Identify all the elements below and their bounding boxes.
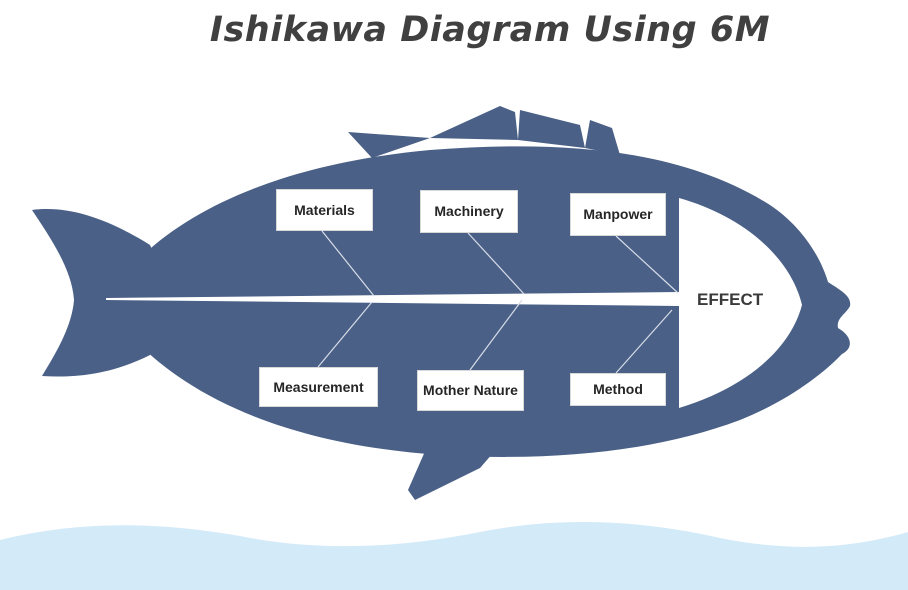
- tail-fin: [32, 209, 175, 377]
- fish-bones: [317, 230, 679, 374]
- bone-manpower: [615, 235, 679, 294]
- cause-mother-nature: Mother Nature: [417, 370, 524, 411]
- bone-measurement: [317, 301, 373, 368]
- bone-machinery: [467, 232, 525, 295]
- spine: [106, 292, 679, 306]
- head-area: [679, 198, 802, 408]
- cause-manpower: Manpower: [570, 193, 666, 236]
- bone-materials: [321, 230, 375, 297]
- water-waves: [0, 521, 908, 590]
- effect-label: EFFECT: [697, 290, 764, 309]
- diagram-title: Ishikawa Diagram Using 6M: [209, 10, 771, 50]
- cause-materials: Materials: [276, 189, 373, 231]
- cause-measurement: Measurement: [259, 367, 378, 407]
- dorsal-fin: [348, 106, 620, 158]
- bone-mother-nature: [469, 299, 523, 371]
- bone-method: [615, 309, 673, 374]
- cause-method: Method: [570, 373, 666, 406]
- cause-machinery: Machinery: [420, 190, 518, 233]
